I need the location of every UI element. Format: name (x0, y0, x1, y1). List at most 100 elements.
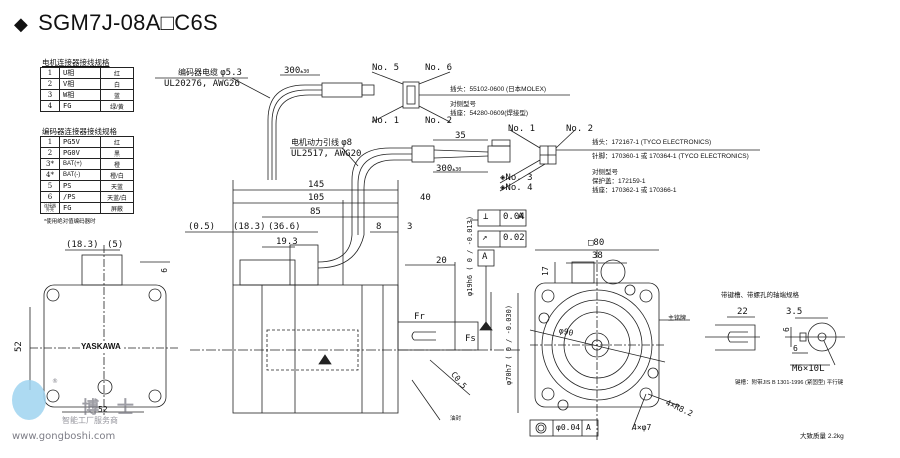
encoder-cable-diameter: φ5.3 (220, 68, 242, 78)
dim-38: 38 (592, 251, 603, 261)
tolerance-frames (477, 209, 599, 437)
power-cable-length: 300±30 (436, 164, 461, 174)
runout-symbol: ↗ (482, 233, 488, 243)
power-pin-label: ◈No. 4 (500, 183, 533, 193)
dim-8: 8 (376, 222, 382, 232)
model-title: ◆ SGM7J-08A□C6S (14, 10, 218, 36)
encoder-note: *使用绝对值编码器时 (44, 219, 96, 225)
shaft-diameter: φ19h6 ( 0 / -0.013) (466, 215, 474, 296)
spigot-diameter: φ70h7 ( 0 / -0.030) (505, 304, 513, 385)
encoder-connector-face (371, 71, 570, 123)
yaskawa-logo: YASKAWA (80, 342, 122, 351)
mass-value: 2.2kg (827, 433, 844, 440)
shaft-detail (705, 316, 845, 366)
encoder-pin-label: No. 2 (425, 116, 453, 126)
power-pin-contact-spec: 针脚：170360-1 或 170364-1 (TYCO ELECTRONICS… (592, 153, 749, 160)
dim-6-vertical: 6 (782, 327, 791, 332)
motor-end-view (29, 245, 180, 415)
pin-text: No. 4 (505, 183, 533, 193)
dimension-lines (185, 180, 519, 421)
motor-wiring-title: 电机连接器接线规格 (42, 58, 110, 67)
power-pin-label: ◈No. 3 (500, 173, 533, 183)
encoder-mating-socket: 插座：54280-0609(焊接型) (450, 110, 529, 117)
watermark-brand: 博 士 (82, 398, 140, 418)
power-cable-label: 电机动力引线 φ8 (291, 137, 352, 148)
dim-40: 40 (420, 193, 431, 203)
power-cable-diameter: φ8 (341, 138, 353, 148)
length-value: 300 (284, 66, 301, 76)
power-connector-face (499, 129, 760, 192)
encoder-cable-label: 编码器电缆 φ5.3 (178, 67, 242, 78)
dim-square-80: □80 (588, 238, 605, 248)
power-mating-cover: 保护盖：172159-1 (592, 178, 646, 185)
power-cable-name: 电机动力引线 (291, 138, 339, 147)
concentricity-datum: A (586, 423, 591, 432)
mass-label: 大致质量 (800, 433, 826, 440)
encoder-plug-spec: 插头：55102-0600 (日本MOLEX) (450, 86, 547, 93)
dim-18-3-end: (18.3) (66, 240, 99, 250)
diamond-bullet-icon: ◆ (14, 14, 29, 34)
power-plug-spec: 插头：172167-1 (TYCO ELECTRONICS) (592, 139, 712, 146)
concentricity-value: φ0.04 (556, 423, 581, 432)
watermark-subtitle: 智能工厂服务商 (62, 416, 118, 425)
dim-22: 22 (737, 307, 748, 317)
dim-145: 145 (308, 180, 325, 190)
length-tolerance: ±30 (300, 69, 310, 75)
power-pin-label: No. 2 (566, 124, 594, 134)
dim-3: 3 (407, 222, 413, 232)
power-mating-title: 对侧型号 (592, 169, 618, 176)
dim-17: 17 (541, 266, 550, 276)
perpendicularity-symbol: ⊥ (483, 212, 489, 222)
watermark-url: www.gongboshi.com (12, 431, 116, 442)
shaft-detail-title: 带键槽、带螺孔的轴端规格 (721, 292, 799, 299)
color-cell: 屏蔽 (100, 202, 134, 214)
encoder-mating-title: 对侧型号 (450, 101, 476, 108)
power-pin-label: No. 1 (508, 124, 536, 134)
radial-load-label: Fr (414, 312, 425, 322)
mascot-icon (12, 380, 46, 420)
pin-text: No. 3 (505, 173, 533, 183)
table-row: 3*BAT(+)橙 (40, 158, 134, 170)
dim-105: 105 (308, 193, 325, 203)
power-cable-spec: UL2517, AWG20 (291, 149, 362, 159)
thread-spec: M6×10L (792, 364, 825, 374)
encoder-cable-name: 编码器电缆 (178, 68, 218, 77)
brand-text: YASKAWA (81, 342, 121, 351)
power-mating-socket: 插座：170362-1 或 170366-1 (592, 187, 677, 194)
dim-20: 20 (436, 256, 447, 266)
table-row: 4*BAT(-)橙/白 (40, 169, 134, 181)
dim-19-3: 19.3 (276, 237, 298, 247)
axial-load-label: Fs (465, 334, 476, 344)
encoder-cable-length: 300±30 (284, 66, 309, 76)
mounting-holes: 4×φ7 (632, 423, 652, 432)
encoder-wiring-title: 编码器连接器接线规格 (42, 127, 117, 136)
datum-a: A (482, 252, 488, 262)
dim-0-5: (0.5) (188, 222, 216, 232)
dim-6-horizontal: 6 (793, 344, 798, 353)
color-cell: 绿/黄 (100, 100, 134, 112)
datum-ref: A (518, 212, 524, 222)
motor-front-view (529, 249, 690, 440)
mass-info: 大致质量 2.2kg (800, 430, 844, 440)
model-number: SGM7J-08A□C6S (38, 10, 218, 35)
perpendicularity-value: 0.04 (503, 212, 525, 222)
encoder-pin-label: No. 6 (425, 63, 453, 73)
pin-cell: 连接器外壳 (40, 202, 60, 214)
registered-mark: ® (52, 378, 58, 385)
dim-52-horizontal: 52 (98, 405, 108, 414)
encoder-pin-label: No. 5 (372, 63, 400, 73)
encoder-cable (155, 74, 375, 180)
power-dim-35: 35 (455, 131, 466, 141)
key-note: 键槽：附带JIS B 1301-1996 (紧固型) 平行键 (735, 380, 844, 386)
length-value: 300 (436, 164, 453, 174)
oil-seal-label: 油封 (450, 416, 462, 422)
dim-52-vertical: 52 (14, 341, 24, 352)
motor-side-view (190, 234, 520, 414)
encoder-pin-label: No. 1 (372, 116, 400, 126)
